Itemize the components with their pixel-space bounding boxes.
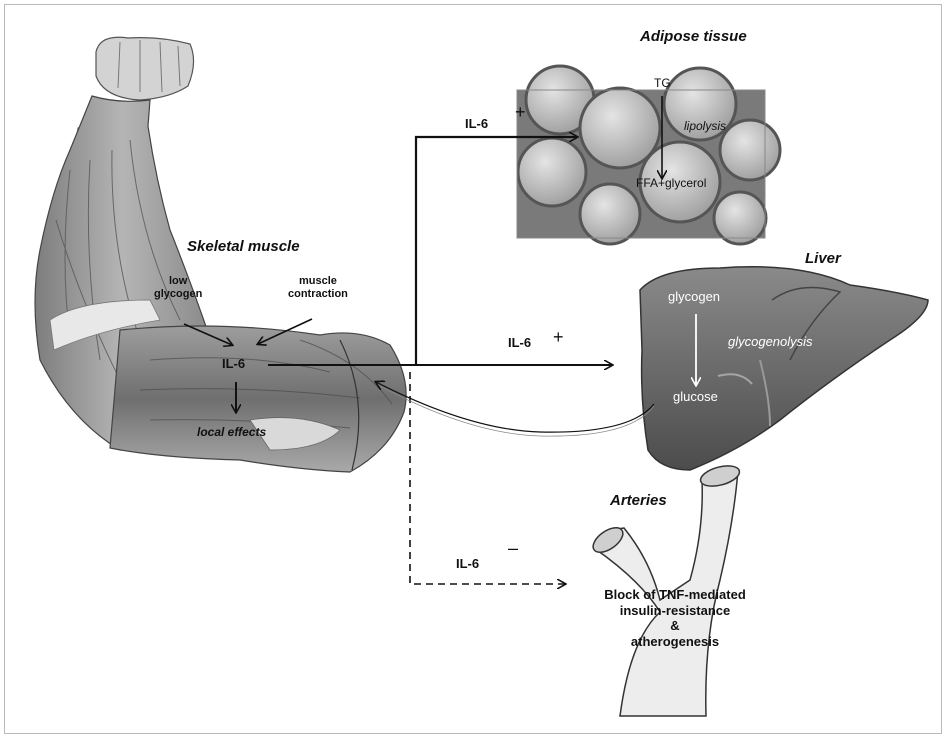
arteries-il6-label: IL-6 (456, 557, 479, 572)
arrow-to-arteries (410, 372, 565, 584)
muscle-il6-label: IL-6 (222, 357, 245, 372)
lipolysis-label: lipolysis (684, 120, 726, 134)
adipose-plus-sign: + (515, 102, 526, 123)
liver-plus-sign: + (553, 327, 564, 348)
muscle-contraction-label: muscle contraction (288, 275, 348, 300)
low-glycogen-label: low glycogen (154, 275, 202, 300)
liver-title: Liver (805, 250, 841, 267)
ffa-glycerol-label: FFA+glycerol (636, 177, 706, 191)
glycogenolysis-label: glycogenolysis (728, 335, 813, 350)
adipose-title: Adipose tissue (640, 28, 747, 45)
arteries-effect-label: Block of TNF-mediated insulin-resistance… (594, 587, 756, 649)
liver-il6-label: IL-6 (508, 336, 531, 351)
adipose-il6-label: IL-6 (465, 117, 488, 132)
arteries-minus-sign: – (508, 538, 518, 559)
local-effects-label: local effects (197, 426, 266, 440)
glycogen-label: glycogen (668, 290, 720, 305)
skeletal-muscle-title: Skeletal muscle (187, 238, 300, 255)
glucose-label: glucose (673, 390, 718, 405)
adipose-illustration (517, 66, 780, 244)
tg-label: TG (654, 77, 671, 91)
arteries-title: Arteries (610, 492, 667, 509)
arrow-glucose-to-muscle (376, 382, 654, 432)
